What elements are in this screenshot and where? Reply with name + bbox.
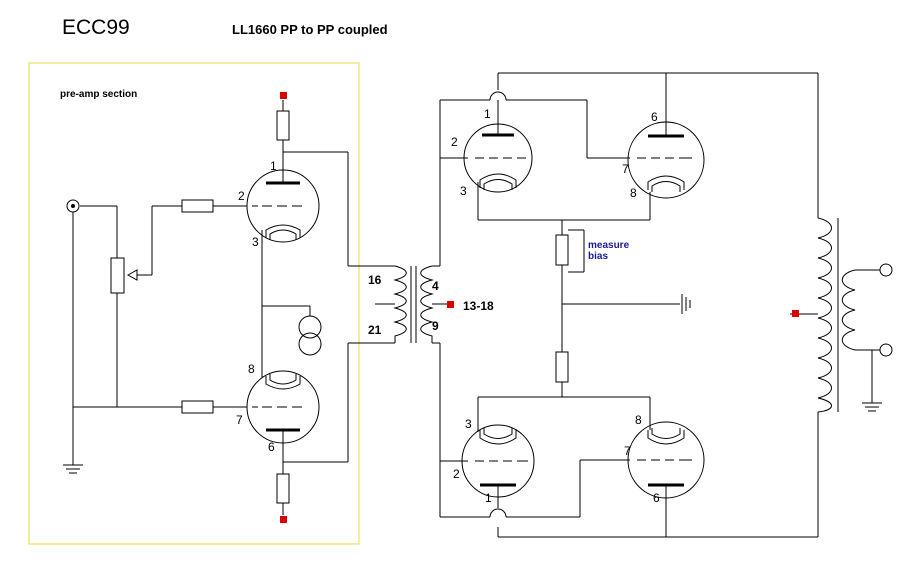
cathode-resistor-bottom — [555, 351, 569, 383]
pin-label: 6 — [268, 440, 275, 454]
speaker-terminal-negative — [879, 343, 893, 357]
input-jack-center — [71, 204, 75, 208]
output-stage — [439, 72, 893, 538]
output-transformer-secondary — [841, 269, 856, 351]
pin-label: 1 — [484, 107, 491, 121]
bias-supply-node — [447, 301, 454, 308]
cathode-resistor-top — [555, 234, 569, 266]
output-ground-icon — [862, 402, 882, 412]
transformer-pin-label: 9 — [432, 319, 439, 333]
plate-resistor-bottom — [276, 473, 290, 504]
transformer-pin-label: 4 — [432, 279, 439, 293]
pin-label: 7 — [624, 444, 631, 458]
grid-resistor-bottom — [181, 400, 214, 414]
plate-resistor-top — [276, 110, 290, 141]
pin-label: 6 — [651, 110, 658, 124]
pin-label: 3 — [252, 235, 259, 249]
ground-icon — [63, 464, 83, 474]
speaker-terminal-positive — [879, 263, 893, 277]
preamp-section-label: pre-amp section — [60, 89, 138, 100]
pin-label: 3 — [460, 184, 467, 198]
pin-label: 7 — [236, 413, 243, 427]
pin-label: 3 — [465, 417, 472, 431]
measure-bias-label: measure — [588, 240, 630, 251]
current-source-icon — [298, 315, 322, 339]
output-transformer-primary — [817, 217, 832, 413]
transformer-pin-label: 21 — [368, 323, 382, 337]
volume-potentiometer — [110, 257, 125, 294]
page-subtitle: LL1660 PP to PP coupled — [232, 22, 388, 37]
measure-bias-label: bias — [588, 251, 608, 262]
grid-resistor-top — [181, 199, 214, 213]
preamp-circuit — [63, 92, 395, 523]
b-plus-node-top — [280, 92, 287, 99]
pin-label: 7 — [622, 162, 629, 176]
pin-label: 6 — [653, 491, 660, 505]
pin-label: 1 — [270, 159, 277, 173]
b-plus-node-bottom — [280, 516, 287, 523]
pin-label: 8 — [635, 413, 642, 427]
pin-label: 8 — [248, 362, 255, 376]
interstage-transformer — [375, 265, 454, 344]
pin-label: 2 — [453, 467, 460, 481]
output-b-plus-node — [792, 310, 799, 317]
transformer-pin-label: 16 — [368, 273, 382, 287]
pin-label: 8 — [630, 186, 637, 200]
pin-label: 2 — [451, 135, 458, 149]
chassis-ground-icon — [681, 294, 691, 314]
preamp-section-box — [28, 62, 360, 545]
wiper-arrow-icon — [126, 269, 138, 281]
center-tap-label: 13-18 — [463, 299, 494, 313]
pin-label: 1 — [485, 491, 492, 505]
page-title: ECC99 — [62, 16, 130, 39]
pin-label: 2 — [238, 189, 245, 203]
